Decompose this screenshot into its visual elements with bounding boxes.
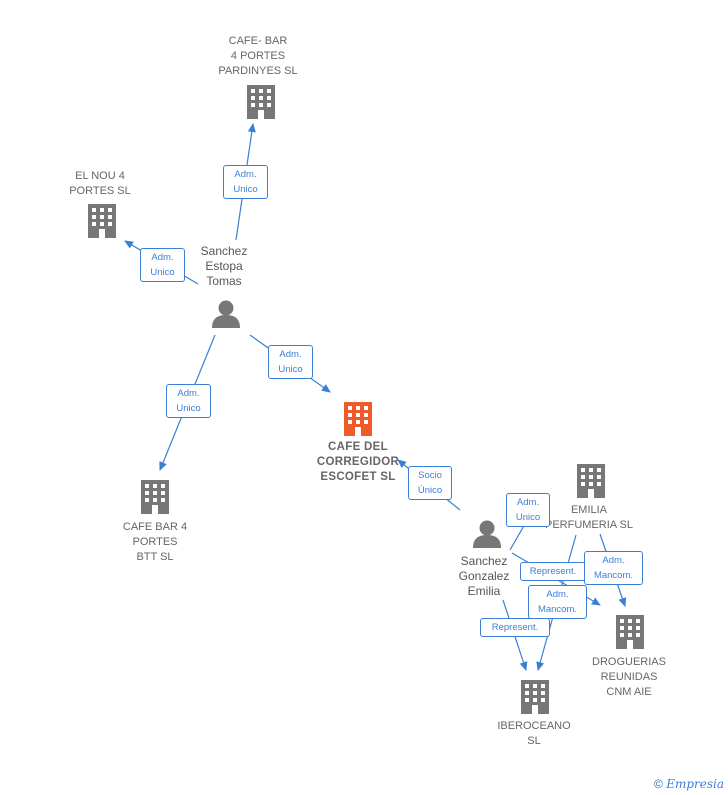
edge-label-adm-unico: Adm. Unico — [140, 248, 185, 282]
edge-label-adm-mancom: Adm. Mancom. — [528, 585, 587, 619]
edge-label-adm-unico: Adm. Unico — [166, 384, 211, 418]
edge-label-represent: Represent. — [520, 562, 586, 581]
edge-label-adm-unico: Adm. Unico — [223, 165, 268, 199]
building-icon[interactable] — [521, 680, 549, 714]
copyright-icon: © — [654, 777, 663, 791]
node-label-corregidor[interactable]: CAFE DEL CORREGIDOR ESCOFET SL — [316, 441, 400, 483]
edge-label-socio-unico: Socio Único — [408, 466, 452, 500]
edge-label-adm-unico: Adm. Unico — [506, 493, 550, 527]
node-label-el-nou[interactable]: EL NOU 4 PORTES SL — [69, 170, 131, 197]
building-icon[interactable] — [247, 85, 275, 119]
node-label-pardinyes[interactable]: CAFE- BAR 4 PORTES PARDINYES SL — [218, 35, 298, 77]
node-label-emilia-perfumeria[interactable]: EMILIA PERFUMERIA SL — [544, 504, 634, 531]
person-label-gonzalez[interactable]: Sanchez Gonzalez Emilia — [458, 554, 510, 598]
person-icon[interactable] — [473, 520, 501, 549]
building-icon[interactable] — [88, 204, 116, 238]
footer-brand: © Empresia — [654, 777, 724, 791]
edge-label-adm-unico: Adm. Unico — [268, 345, 313, 379]
node-label-btt[interactable]: CAFE BAR 4 PORTES BTT SL — [122, 521, 188, 563]
person-icon[interactable] — [212, 300, 240, 329]
building-icon[interactable] — [577, 464, 605, 498]
node-label-iberoceano[interactable]: IBEROCEANO SL — [497, 720, 571, 747]
building-icon[interactable] — [616, 615, 644, 649]
edge-label-represent: Represent. — [480, 618, 550, 637]
building-icon-main[interactable] — [344, 402, 372, 436]
brand-logo: Empresia — [666, 777, 724, 791]
building-icon[interactable] — [141, 480, 169, 514]
edge-label-adm-mancom: Adm. Mancom. — [584, 551, 643, 585]
person-label-estopa[interactable]: Sanchez Estopa Tomas — [200, 244, 248, 288]
node-label-droguerias[interactable]: DROGUERIAS REUNIDAS CNM AIE — [592, 656, 666, 698]
